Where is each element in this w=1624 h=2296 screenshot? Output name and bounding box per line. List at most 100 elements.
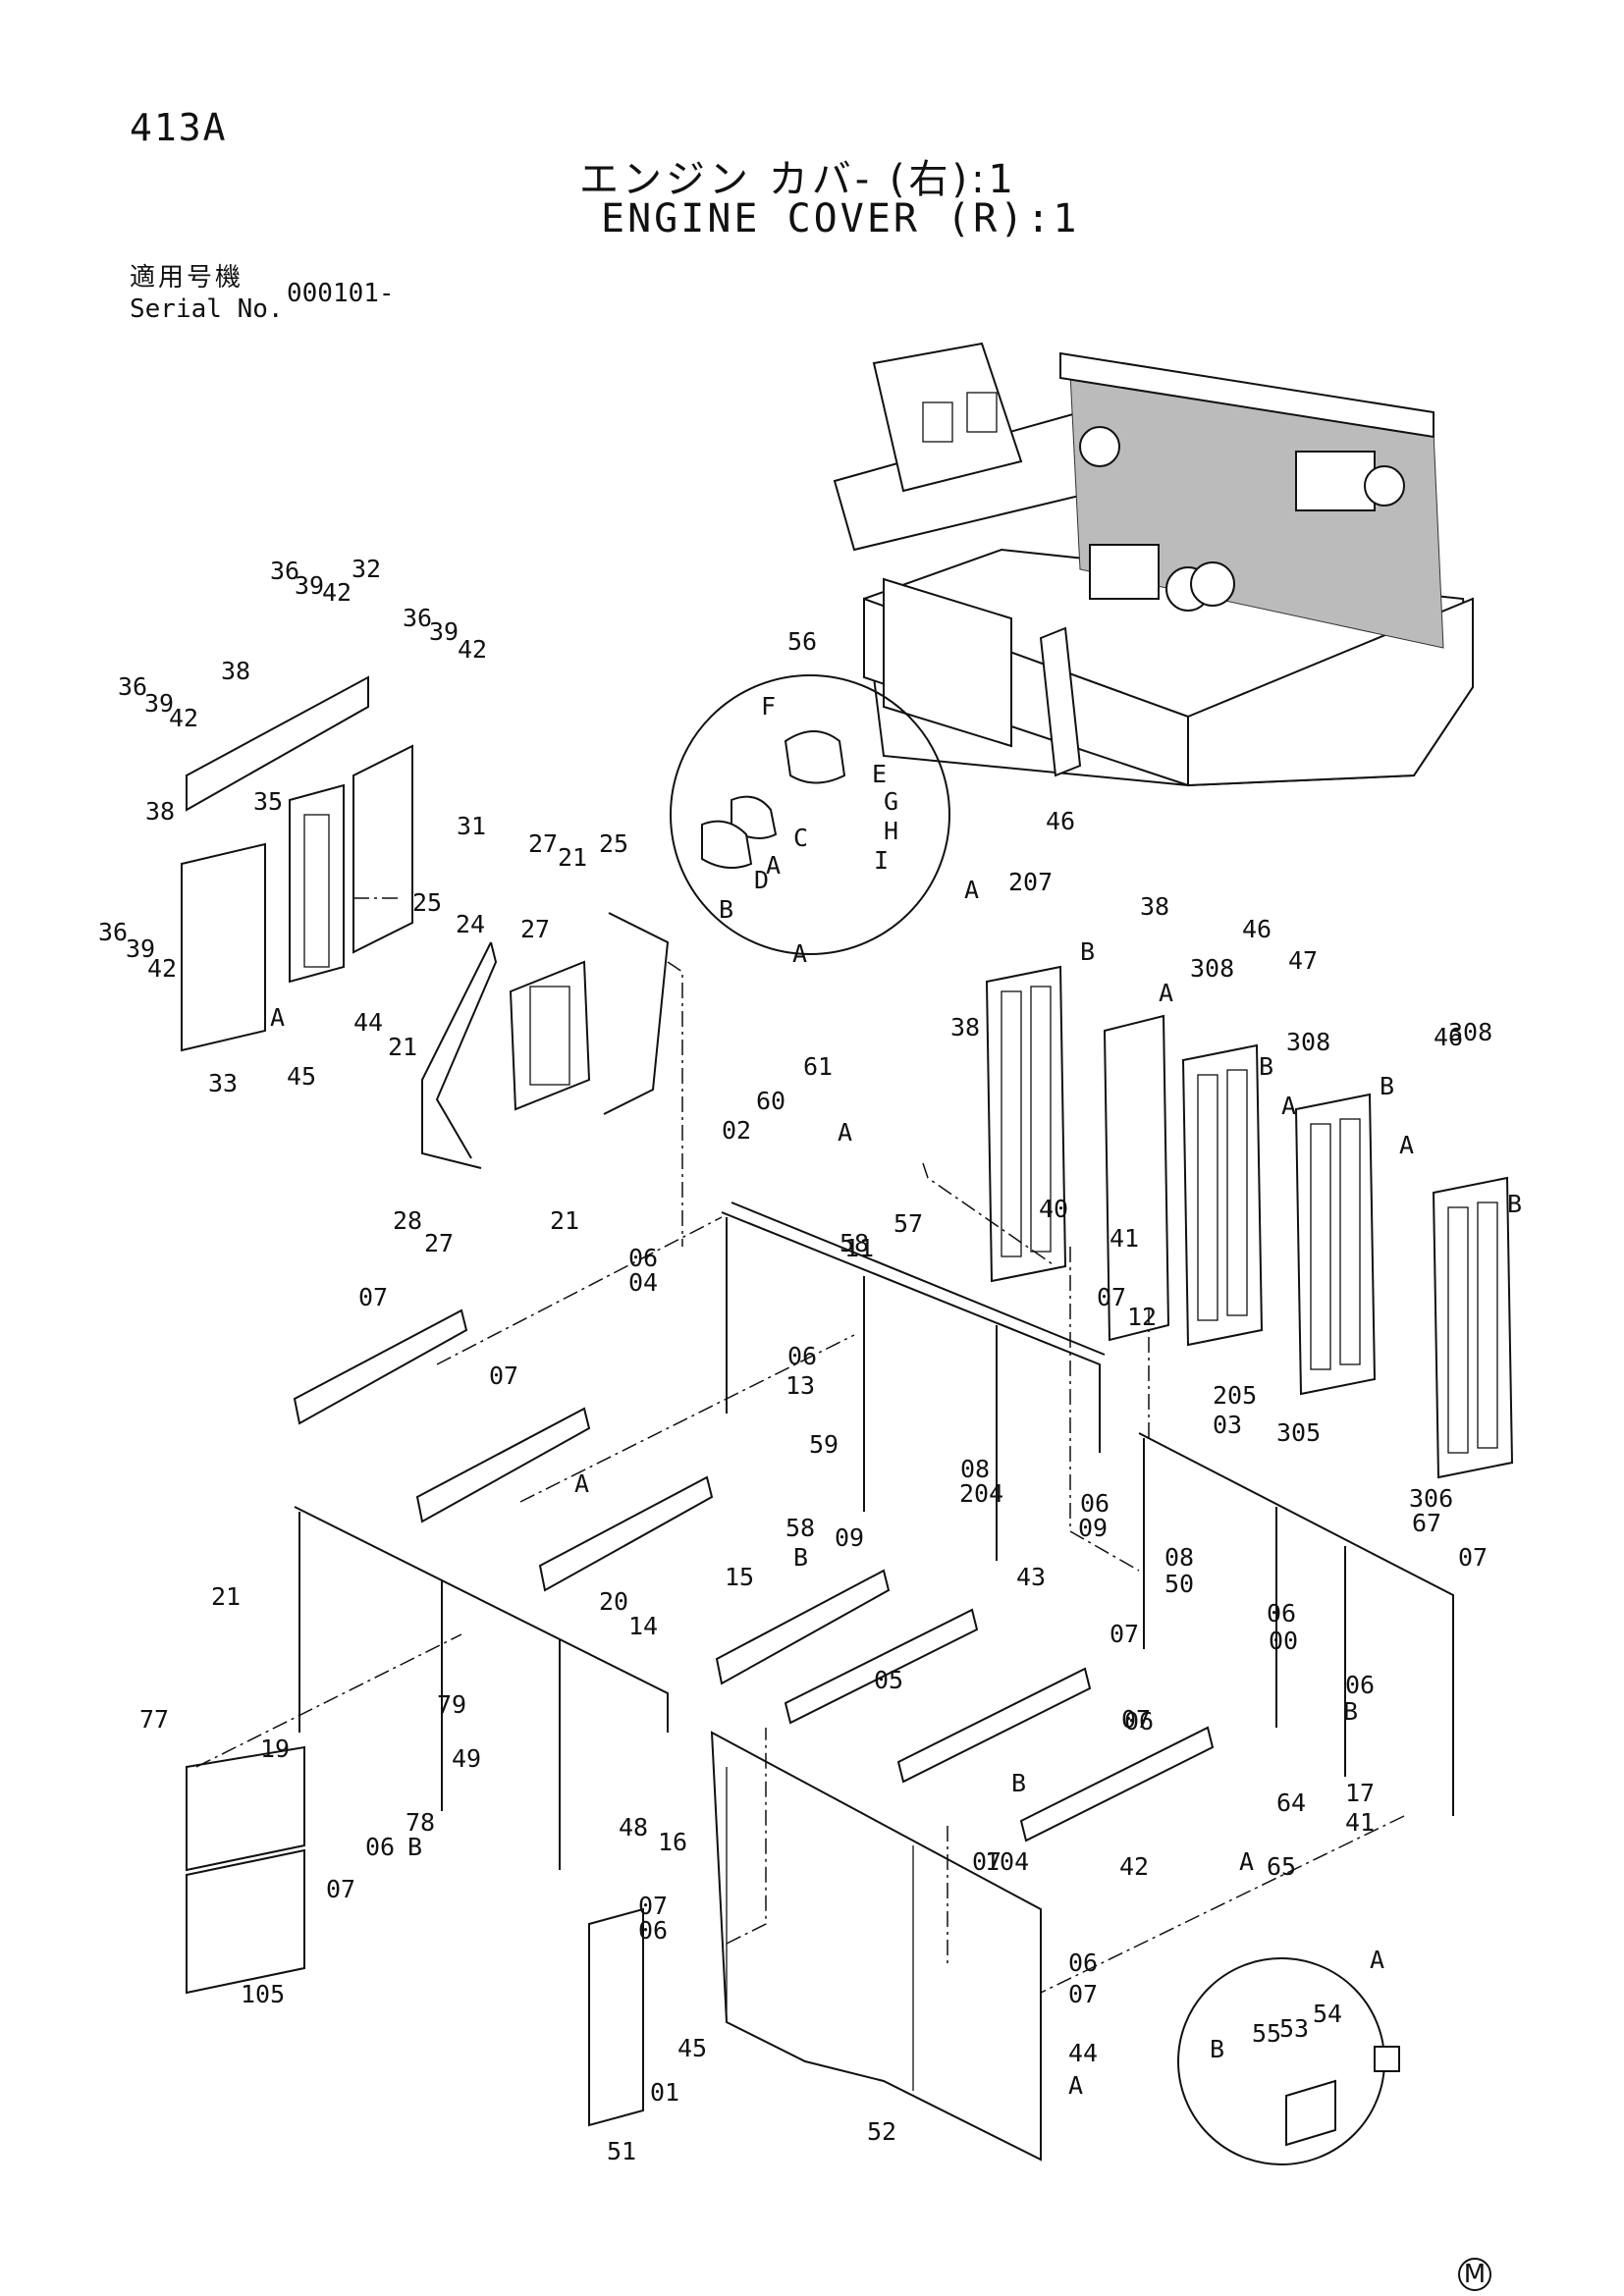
frame-00 [294, 1506, 669, 1870]
part-label: 46 [1046, 807, 1075, 835]
serial-number-value: 000101- [287, 279, 395, 308]
part-label: 38 [145, 797, 175, 826]
part-label: B [1210, 2035, 1224, 2063]
part-label: A [1159, 979, 1173, 1007]
part-label: B [1343, 1697, 1358, 1726]
part-label: 45 [287, 1062, 316, 1091]
frame-25 [509, 912, 670, 1115]
part-label: 07 [638, 1892, 668, 1920]
panel-33 [181, 842, 266, 1052]
part-label: 36 [270, 557, 299, 585]
part-label: 78 [406, 1808, 435, 1837]
part-label: 27 [424, 1229, 454, 1257]
top-cover-32 [186, 675, 369, 812]
part-label: 24 [456, 910, 485, 938]
serial-label-english: Serial No. [130, 294, 284, 324]
rails [293, 1308, 1215, 1842]
part-label: 06 [1345, 1671, 1375, 1699]
part-label: B [1259, 1052, 1273, 1081]
part-label: 52 [867, 2117, 896, 2146]
bracket-24 [421, 941, 498, 1169]
part-label: 21 [388, 1033, 417, 1061]
part-label: 64 [1276, 1789, 1306, 1817]
part-label: A [838, 1118, 852, 1147]
serial-label-japanese: 適用号機 [130, 263, 244, 293]
part-label: 02 [722, 1116, 751, 1145]
part-label: 41 [1110, 1224, 1139, 1253]
part-label: 31 [457, 812, 486, 840]
part-label: 36 [403, 604, 432, 632]
part-label: 08 [960, 1455, 990, 1483]
side-doors [985, 965, 1514, 1479]
part-label: 07 [489, 1362, 518, 1390]
part-label: A [1370, 1946, 1384, 1974]
part-label: 60 [756, 1087, 785, 1115]
part-label: 11 [844, 1234, 874, 1262]
part-label: 00 [1269, 1627, 1298, 1655]
part-label: 38 [1140, 892, 1169, 921]
part-label: 38 [950, 1013, 980, 1041]
part-label: 01 [650, 2078, 679, 2107]
part-label: 05 [874, 1666, 903, 1694]
part-label: G [884, 787, 898, 816]
part-label: 28 [393, 1206, 422, 1235]
part-label: A [1399, 1131, 1414, 1159]
part-label: 38 [221, 657, 250, 685]
part-label: 08 [1164, 1543, 1194, 1572]
part-label: A [964, 876, 979, 904]
part-label: 40 [1039, 1195, 1068, 1223]
part-label: 56 [787, 627, 817, 656]
footer-mark: M [1458, 2258, 1491, 2291]
part-label: 33 [208, 1069, 238, 1097]
part-label: 204 [959, 1479, 1003, 1508]
part-label: F [761, 692, 776, 721]
frame-03 [1138, 1432, 1454, 1816]
title-english: ENGINE COVER (R):1 [601, 196, 1080, 241]
part-label: I [874, 846, 889, 875]
part-label: 39 [144, 689, 174, 718]
part-label: 49 [452, 1744, 481, 1773]
part-label: 306 [1409, 1484, 1453, 1513]
panels-77-78 [186, 1745, 305, 1995]
part-label: 07 [326, 1875, 355, 1903]
part-label: 21 [211, 1582, 241, 1611]
part-label: 42 [322, 578, 352, 607]
part-label: 42 [1119, 1852, 1149, 1881]
detail-circle-b [1177, 1957, 1400, 2165]
part-label: 39 [295, 571, 324, 600]
part-label: 36 [118, 672, 147, 701]
part-label: 46 [1242, 915, 1272, 943]
part-label: B [407, 1833, 422, 1861]
part-label: 21 [550, 1206, 579, 1235]
part-label: A [1239, 1847, 1254, 1876]
part-label: B [1080, 937, 1095, 966]
part-label: D [754, 866, 769, 894]
part-label: 04 [628, 1268, 658, 1297]
part-label: A [766, 851, 781, 880]
part-label: 25 [599, 829, 628, 858]
part-label: B [1011, 1769, 1026, 1797]
part-label: 308 [1286, 1028, 1330, 1056]
part-label: 54 [1313, 2000, 1342, 2028]
part-label: 06 [787, 1342, 817, 1370]
part-label: 06 [1124, 1707, 1154, 1735]
part-label: 308 [1448, 1018, 1492, 1046]
part-label: 27 [528, 829, 558, 858]
page-number: 413A [130, 106, 228, 149]
part-label: 06 [1267, 1599, 1296, 1628]
part-label: B [1507, 1190, 1522, 1218]
part-label: 67 [1412, 1509, 1441, 1537]
part-label: 79 [437, 1690, 466, 1719]
detail-circle-a [670, 674, 950, 955]
part-label: 46 [1434, 1023, 1463, 1051]
part-label: 44 [1068, 2039, 1098, 2067]
part-label: E [872, 760, 887, 788]
part-label: A [270, 1003, 285, 1032]
part-label: 42 [458, 635, 487, 664]
part-label: 59 [809, 1430, 839, 1459]
part-label: A [1281, 1092, 1296, 1120]
part-label: 55 [1252, 2019, 1281, 2048]
part-label: B [793, 1543, 808, 1572]
part-label: 14 [628, 1612, 658, 1640]
